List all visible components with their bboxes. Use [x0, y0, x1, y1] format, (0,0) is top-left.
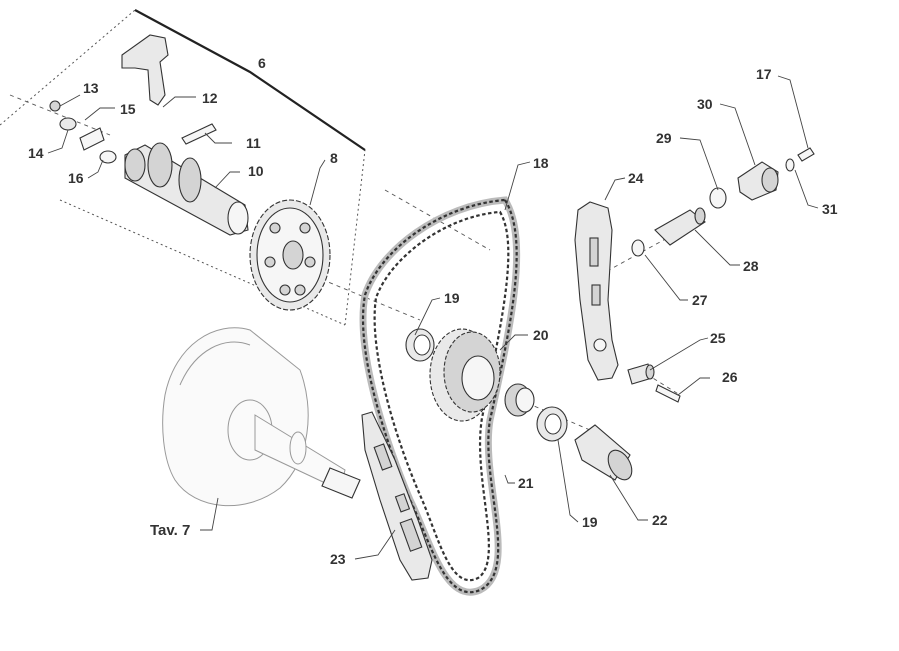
label-19-upper: 19	[444, 290, 460, 306]
tensioner-screw	[655, 384, 681, 403]
bolt-17	[797, 147, 815, 162]
label-21: 21	[518, 475, 534, 491]
label-15: 15	[120, 101, 136, 117]
bushing	[574, 424, 633, 481]
label-19-lower: 19	[582, 514, 598, 530]
tensioner-plunger	[654, 207, 706, 246]
group-6-boundary	[0, 9, 366, 326]
part-labels: 6 8 10 11 12 13 14 15 16 17 18 19 20 21 …	[28, 55, 838, 567]
camshaft	[124, 142, 249, 236]
label-tav-7: Tav. 7	[150, 522, 190, 539]
label-23: 23	[330, 551, 346, 567]
label-13: 13	[83, 80, 99, 96]
label-17: 17	[756, 66, 772, 82]
label-11: 11	[246, 135, 261, 151]
label-29: 29	[656, 130, 672, 146]
crankshaft-ghost	[162, 327, 361, 507]
label-20: 20	[533, 327, 549, 343]
label-12: 12	[202, 90, 218, 106]
o-ring-27	[631, 239, 645, 257]
timing-chain	[359, 196, 521, 596]
o-ring-31	[785, 158, 795, 172]
label-31: 31	[822, 201, 838, 217]
label-14: 14	[28, 145, 44, 161]
pin	[181, 123, 217, 145]
label-28: 28	[743, 258, 759, 274]
label-16: 16	[68, 170, 84, 186]
label-10: 10	[248, 163, 264, 179]
idler-gear	[429, 328, 501, 422]
tensioner-shoe	[574, 201, 619, 381]
label-6: 6	[258, 55, 266, 71]
thrust-washer-upper	[405, 328, 435, 362]
label-24: 24	[628, 170, 644, 186]
needle-bearing	[504, 383, 535, 417]
thrust-washer-lower	[536, 406, 568, 442]
label-22: 22	[652, 512, 668, 528]
o-ring-29	[709, 187, 727, 209]
label-30: 30	[697, 96, 713, 112]
label-27: 27	[692, 292, 708, 308]
chain-guide	[361, 411, 433, 581]
camshaft-sprocket	[249, 199, 331, 311]
leader-lines	[47, 75, 819, 560]
tensioner-bolt	[627, 363, 655, 385]
decompressor-lever	[121, 34, 169, 106]
tensioner-body	[737, 161, 779, 201]
label-8: 8	[330, 150, 338, 166]
small-parts-group	[49, 100, 117, 164]
label-26: 26	[722, 369, 738, 385]
label-18: 18	[533, 155, 549, 171]
label-25: 25	[710, 330, 726, 346]
